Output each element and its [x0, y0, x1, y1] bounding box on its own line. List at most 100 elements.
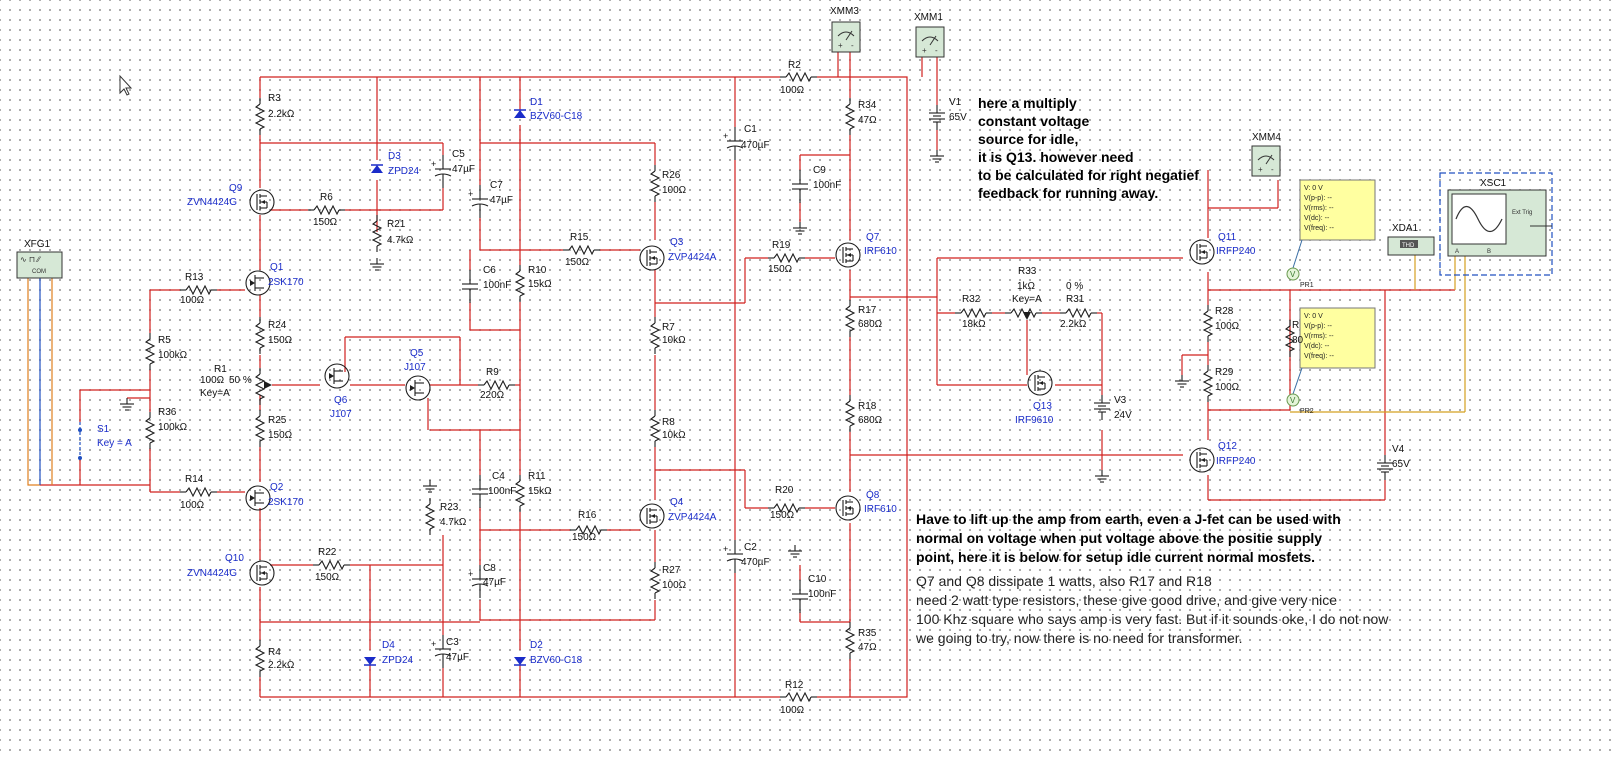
r22-ref: R22	[318, 547, 337, 558]
q9-ref: Q9	[229, 183, 243, 194]
note-top-line-1: constant voltage	[978, 113, 1089, 129]
note-bottom-bold-1: normal on voltage when put voltage above…	[916, 530, 1322, 546]
d1-ref: D1	[530, 97, 543, 108]
r27-value: 100Ω	[662, 580, 687, 591]
q7-part: IRF610	[864, 246, 897, 257]
r12-ref: R12	[785, 680, 804, 691]
r6-ref: R6	[320, 192, 333, 203]
d3-part: ZPD24	[388, 166, 420, 177]
resistor-labels: R2 100Ω R3 2.2kΩ R4 2.2kΩ R5 100kΩ R6 15…	[158, 60, 1304, 716]
mouse-cursor-icon	[119, 74, 133, 96]
r4-value: 2.2kΩ	[268, 660, 295, 671]
xmm4-label: XMM4	[1252, 132, 1281, 143]
r10-value: 15kΩ	[528, 279, 552, 290]
q9-part: ZVN4424G	[187, 197, 237, 208]
note-top: here a multiply constant voltage source …	[978, 95, 1199, 201]
probe-pr1[interactable]: V: 0 V V(p-p): -- V(rms): -- V(dc): -- V…	[1286, 179, 1376, 289]
r24-value: 150Ω	[268, 335, 293, 346]
r11-value: 15kΩ	[528, 486, 552, 497]
multimeter-xmm3[interactable]: XMM3	[830, 6, 861, 53]
r35-ref: R35	[858, 628, 877, 639]
r31-value: 2.2kΩ	[1060, 319, 1087, 330]
r25-ref: R25	[268, 415, 287, 426]
resistor-symbols	[145, 72, 1295, 702]
pr2-line-0: V: 0 V	[1304, 313, 1323, 320]
r5-ref: R5	[158, 335, 171, 346]
q13-part: IRF9610	[1015, 415, 1054, 426]
r7-value: 10kΩ	[662, 335, 686, 346]
note-bottom-plain-1: need 2 watt type resistors, these give g…	[916, 592, 1337, 608]
pr2-symbol: V	[1290, 396, 1296, 405]
r33-value: 1kΩ	[1017, 281, 1036, 292]
r7-ref: R7	[662, 322, 675, 333]
xsc1-b-label: B	[1487, 249, 1491, 255]
r12-value: 100Ω	[780, 705, 805, 716]
pr2-line-2: V(rms): --	[1304, 333, 1334, 340]
xsc1-a-label: A	[1455, 249, 1459, 255]
r3-value: 2.2kΩ	[268, 109, 295, 120]
q1-ref: Q1	[270, 262, 284, 273]
q13-ref: Q13	[1033, 401, 1052, 412]
diode-labels: D1 BZV60-C18 D2 BZV60-C18 D3 ZPD24 D4 ZP…	[382, 97, 583, 666]
oscilloscope-xsc1[interactable]: Ext Trig A B XSC1	[1439, 172, 1553, 276]
s1-ref: S1	[97, 424, 110, 435]
note-top-line-3: it is Q13. however need	[978, 149, 1134, 165]
note-top-line-4: to be calculated for right negatief	[978, 167, 1199, 183]
r9-ref: R9	[486, 367, 499, 378]
r21-value: 4.7kΩ	[387, 235, 414, 246]
r17-ref: R17	[858, 305, 877, 316]
c1-ref: C1	[744, 124, 757, 135]
q4-ref: Q4	[670, 497, 684, 508]
multimeter-xmm1[interactable]: XMM1	[914, 12, 945, 58]
c4-ref: C4	[492, 471, 505, 482]
r15-ref: R15	[570, 232, 589, 243]
r24-ref: R24	[268, 320, 287, 331]
r22-value: 150Ω	[315, 572, 340, 583]
r16-ref: R16	[578, 510, 597, 521]
switch-s1[interactable]	[78, 422, 82, 460]
r17-value: 680Ω	[858, 319, 883, 330]
capacitor-labels: C1 470µF C2 470µF C3 47µF C4 100nF C5 47…	[446, 124, 841, 663]
q10-part: ZVN4424G	[187, 568, 237, 579]
pot-labels: R1 100Ω 50 % Key=A R33 1kΩ 0 % Key=A	[200, 266, 1083, 399]
pr1-line-0: V: 0 V	[1304, 185, 1323, 192]
c9-ref: C9	[813, 165, 826, 176]
r8-value: 10kΩ	[662, 430, 686, 441]
switch-labels: S1 Key = A	[97, 424, 132, 449]
r25-value: 150Ω	[268, 430, 293, 441]
xsc1-trig-label: Ext Trig	[1512, 210, 1532, 216]
xda1-face-label: THD	[1402, 243, 1415, 249]
probe-pr2[interactable]: V: 0 V V(p-p): -- V(rms): -- V(dc): -- V…	[1286, 307, 1376, 415]
q6-ref: Q6	[334, 395, 348, 406]
r23-ref: R23	[440, 502, 459, 513]
r14-value: 100Ω	[180, 500, 205, 511]
c5-value: 47µF	[452, 164, 475, 175]
xfg1-label: XFG1	[24, 239, 51, 250]
r35-value: 47Ω	[858, 642, 877, 653]
multimeter-xmm4[interactable]: XMM4	[1251, 132, 1281, 177]
note-bottom-plain-3: we going to try, now there is no need fo…	[915, 630, 1243, 646]
r19-ref: R19	[772, 240, 791, 251]
c9-value: 100nF	[813, 180, 841, 191]
r33-pct: 0 %	[1066, 281, 1083, 292]
r31-ref: R31	[1066, 294, 1085, 305]
pr2-label: PR2	[1300, 408, 1314, 415]
function-generator-xfg1[interactable]: ∿ ⊓ ∕∕ COM XFG1	[16, 239, 63, 279]
distortion-analyzer-xda1[interactable]: THD XDA1	[1387, 223, 1435, 256]
transistor-labels: Q1 2SK170 Q2 2SK170 Q3 ZVP4424A Q4 ZVP44…	[187, 183, 1256, 579]
r26-ref: R26	[662, 170, 681, 181]
r27-ref: R27	[662, 565, 681, 576]
c5-ref: C5	[452, 149, 465, 160]
r18-value: 680Ω	[858, 415, 883, 426]
d4-ref: D4	[382, 640, 395, 651]
r19-value: 150Ω	[768, 264, 793, 275]
r2-ref: R2	[788, 60, 801, 71]
q3-part: ZVP4424A	[668, 252, 717, 263]
r8-ref: R8	[662, 417, 675, 428]
c10-ref: C10	[808, 574, 827, 585]
pr2-line-1: V(p-p): --	[1304, 323, 1333, 330]
q12-ref: Q12	[1218, 441, 1237, 452]
c3-value: 47µF	[446, 652, 469, 663]
q11-part: IRFP240	[1216, 246, 1256, 257]
